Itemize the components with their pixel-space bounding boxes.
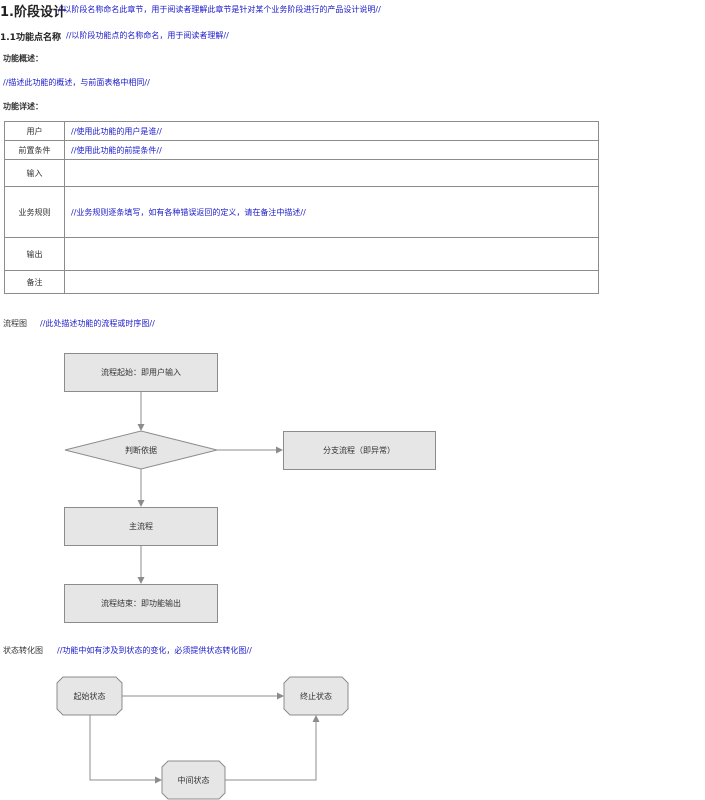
spec-table: 用户 //使用此功能的用户是谁// 前置条件 //使用此功能的前提条件// 输入…: [4, 121, 599, 294]
flow-main-box: [64, 507, 218, 546]
subsection-title: 1.1功能点名称: [0, 33, 61, 43]
flow-start-box: [64, 353, 218, 392]
row-value: [64, 159, 599, 187]
flow-branch-box: [283, 431, 436, 470]
state-arrow-start-middle: [89, 715, 162, 784]
row-value: [64, 270, 599, 294]
table-row: 业务规则 //业务规则逐条填写，如有各种错误返回的定义，请在备注中描述//: [4, 186, 599, 238]
table-row: 备注: [4, 270, 599, 294]
state-middle-text: 中间状态: [178, 775, 210, 785]
row-value: //业务规则逐条填写，如有各种错误返回的定义，请在备注中描述//: [64, 186, 599, 238]
state-terminal-box: [283, 676, 349, 716]
flow-decision-diamond: [64, 430, 218, 470]
flow-start-text: 流程起始：即用户输入: [101, 367, 181, 377]
flow-main-text: 主流程: [129, 521, 153, 531]
subsection-title-comment: //以阶段功能点的名称命名，用于阅读者理解//: [66, 31, 229, 40]
state-start-text: 起始状态: [74, 691, 106, 701]
row-key: 输出: [4, 237, 65, 271]
state-arrow-middle-terminal: [225, 715, 320, 781]
table-row: 用户 //使用此功能的用户是谁//: [4, 121, 599, 141]
state-diagram-comment: //功能中如有涉及到状态的变化，必须提供状态转化图//: [57, 646, 252, 655]
flow-end-box: [64, 584, 218, 623]
flow-end-text: 流程结束：即功能输出: [101, 598, 181, 608]
flowchart-comment: //此处描述功能的流程或时序图//: [40, 319, 155, 328]
overview-comment: //描述此功能的概述，与前面表格中相同//: [3, 78, 150, 87]
state-diagram-label: 状态转化图: [3, 646, 43, 655]
flowchart-label: 流程图: [3, 319, 27, 328]
flow-decision-text: 判断依据: [125, 445, 157, 455]
detail-label: 功能详述：: [3, 102, 43, 111]
flow-branch-text: 分支流程（即异常）: [323, 445, 395, 455]
state-start-box: [56, 676, 123, 716]
row-key: 业务规则: [4, 186, 65, 238]
state-terminal-text: 终止状态: [300, 691, 332, 701]
overview-label: 功能概述：: [3, 54, 43, 63]
section-title: 1.阶段设计: [0, 5, 66, 20]
state-middle-box: [161, 760, 226, 800]
table-row: 输入: [4, 159, 599, 187]
section-title-comment: //以阶段名称命名此章节，用于阅读者理解此章节是针对某个业务阶段进行的产品设计说…: [58, 5, 381, 14]
